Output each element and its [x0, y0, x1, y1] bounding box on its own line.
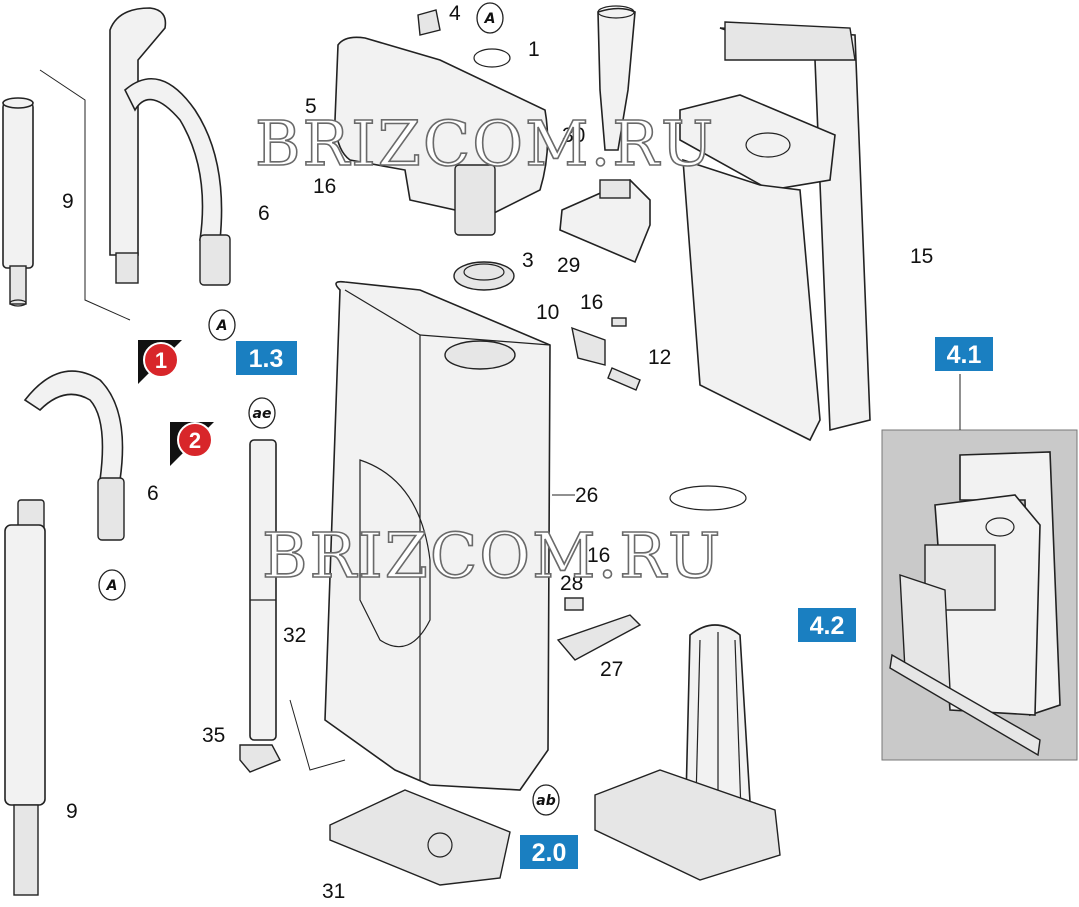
part-number-16-bracket: 16 — [587, 544, 610, 567]
part-number-1: 1 — [528, 38, 540, 61]
variant-marker-1: 1 — [138, 340, 182, 384]
part-number-29: 29 — [557, 254, 580, 277]
part-number-28: 28 — [560, 572, 583, 595]
handle-tube-top — [109, 7, 231, 286]
part-number-32: 32 — [283, 624, 306, 647]
upholstery-tool — [559, 179, 651, 264]
hose-variant-2 — [4, 370, 125, 896]
badge-4-1-label: 4.1 — [947, 341, 982, 369]
ref-bubble-ae: ae — [248, 397, 276, 429]
part-number-31: 31 — [322, 880, 345, 903]
main-body — [324, 280, 575, 791]
latch-parts — [571, 317, 641, 391]
part-number-10: 10 — [536, 301, 559, 324]
svg-text:A: A — [216, 318, 228, 334]
badge-1-3-label: 1.3 — [249, 345, 284, 373]
extension-tube-top — [2, 69, 131, 321]
part-number-27: 27 — [600, 658, 623, 681]
part-number-3: 3 — [522, 249, 534, 272]
svg-text:ae: ae — [253, 406, 272, 422]
variant-marker-2: 2 — [170, 422, 214, 466]
variant-marker-2-label: 2 — [189, 428, 201, 453]
part-number-5: 5 — [305, 95, 317, 118]
badge-4-2-label: 4.2 — [810, 612, 845, 640]
watermark-top: BRIZCOM.RU — [255, 107, 715, 180]
dust-bag-stack — [679, 21, 871, 442]
svg-text:ab: ab — [536, 793, 555, 809]
ref-bubble-ab: ab — [532, 784, 560, 816]
base-plate: 2.0 — [329, 597, 642, 886]
part-number-9-lower: 9 — [66, 800, 78, 823]
part-number-15: 15 — [910, 245, 933, 268]
ref-bubble-a-hose-2: A — [98, 569, 126, 601]
part-number-6-top: 6 — [258, 202, 270, 225]
part-number-6-lower: 6 — [147, 482, 159, 505]
badge-1-3: 1.3 — [236, 341, 297, 375]
part-number-35: 35 — [202, 724, 225, 747]
watermark-middle: BRIZCOM.RU — [262, 519, 722, 592]
ref-bubble-a-hose: A — [208, 309, 236, 341]
crevice-tool — [597, 5, 636, 151]
filter-assembly: 4.2 — [594, 485, 856, 881]
wand-rod — [239, 439, 346, 773]
badge-2-0-label: 2.0 — [532, 839, 567, 867]
part-number-12: 12 — [648, 346, 671, 369]
svg-text:A: A — [106, 578, 118, 594]
part-number-9-top: 9 — [62, 190, 74, 213]
svg-text:A: A — [484, 11, 496, 27]
ref-bubble-a-top: A — [476, 2, 504, 34]
part-number-16: 16 — [313, 175, 336, 198]
part-number-4: 4 — [449, 2, 461, 25]
part-number-30: 30 — [562, 124, 585, 147]
upper-housing — [334, 9, 549, 291]
inset-4-1: 4.1 — [881, 337, 1078, 761]
part-number-16-latch: 16 — [580, 291, 603, 314]
part-number-26: 26 — [575, 484, 598, 507]
variant-marker-1-label: 1 — [155, 348, 167, 373]
